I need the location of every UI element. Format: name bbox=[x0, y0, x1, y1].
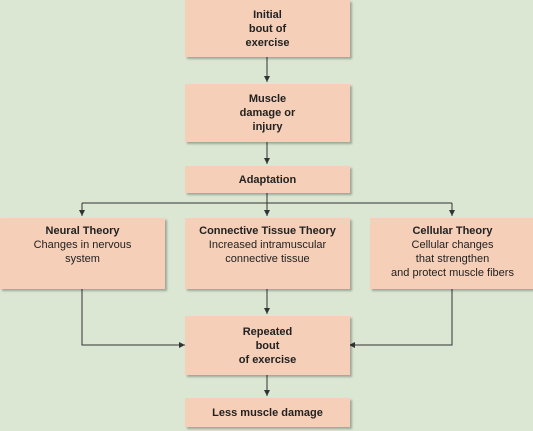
node-less-muscle-damage: Less muscle damage bbox=[185, 398, 350, 427]
neural-theory-title: Neural Theory bbox=[45, 225, 120, 237]
node-neural-theory: Neural Theory Changes in nervous system bbox=[0, 218, 165, 289]
node-adaptation: Adaptation bbox=[185, 166, 350, 193]
node-initial-bout: Initial bout of exercise bbox=[185, 0, 350, 57]
node-connective-tissue-theory: Connective Tissue Theory Increased intra… bbox=[185, 218, 350, 289]
arrow-cellular-to-repeated bbox=[349, 289, 453, 348]
node-cellular-theory: Cellular Theory Cellular changes that st… bbox=[370, 218, 533, 289]
arrow-neural-to-repeated bbox=[81, 289, 185, 348]
node-repeated-bout: Repeated bout of exercise bbox=[185, 316, 350, 375]
cellular-theory-title: Cellular Theory bbox=[412, 225, 493, 237]
node-muscle-damage: Muscle damage or injury bbox=[185, 84, 350, 142]
connective-theory-title: Connective Tissue Theory bbox=[199, 225, 336, 237]
